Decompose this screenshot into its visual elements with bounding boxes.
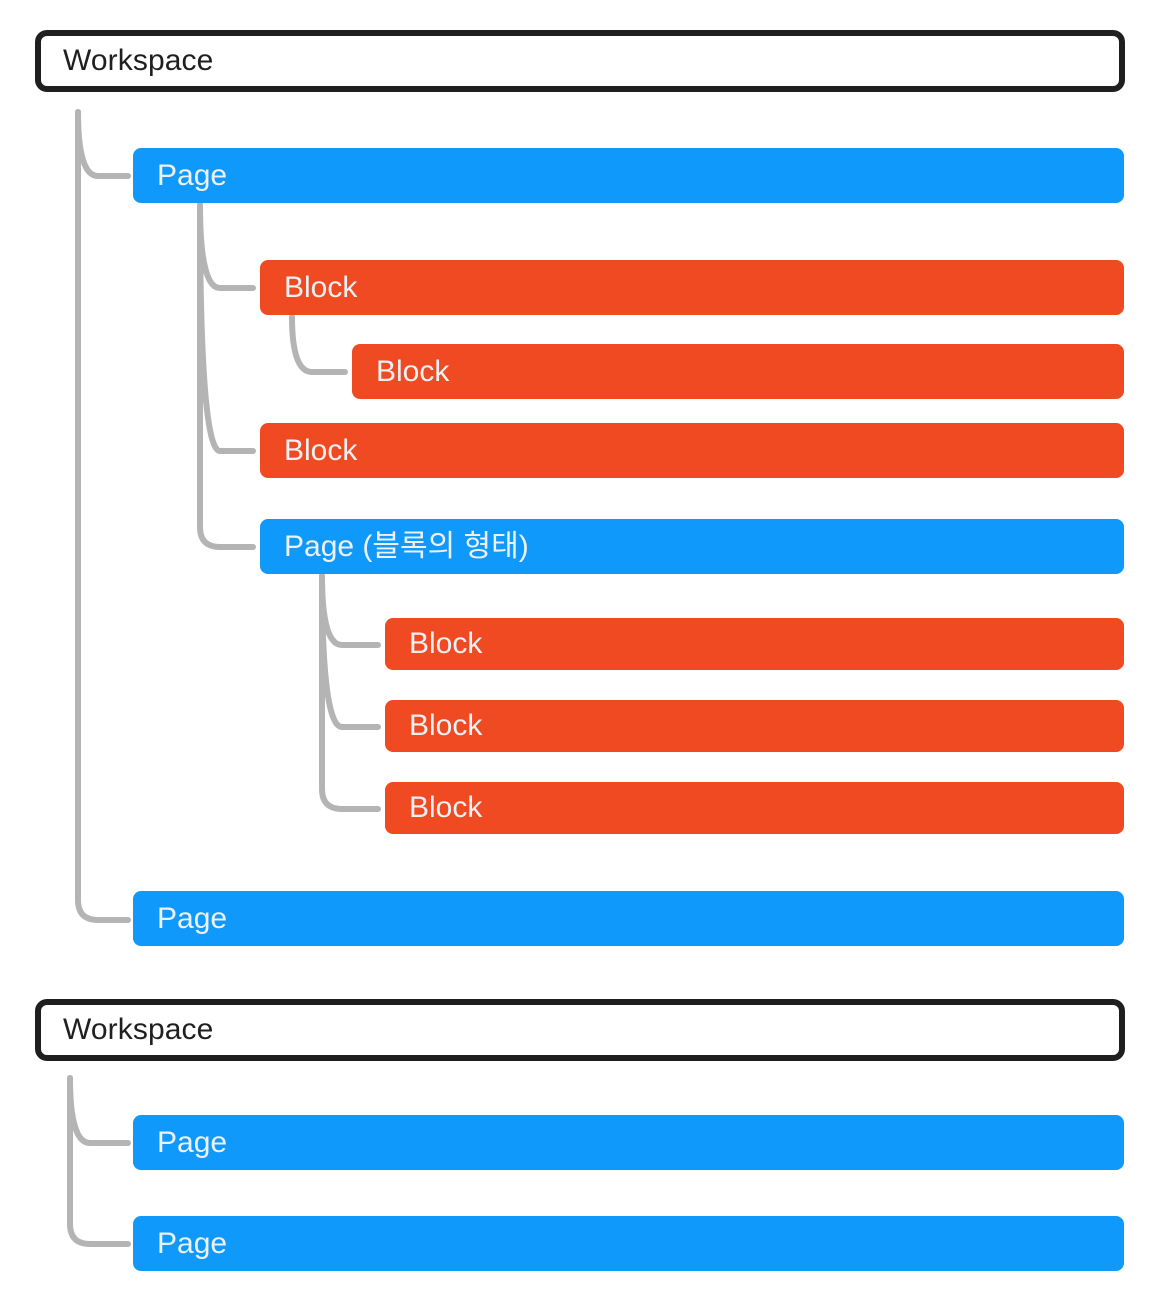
node-label: Block (409, 709, 483, 742)
connector-pageblock-to-c2 (319, 573, 381, 730)
node-label: Block (409, 627, 483, 660)
node-page-block-form-ws1[interactable]: Page (블록의 형태) (260, 519, 1124, 574)
node-block-a-ws1[interactable]: Block (260, 260, 1124, 315)
connector-ws1-trunk (75, 109, 131, 923)
node-label: Page (157, 901, 228, 935)
connector-pagea-to-block-b (197, 202, 256, 454)
node-block-a-sub-ws1[interactable]: Block (352, 344, 1124, 399)
workspace-box-2[interactable]: Workspace (35, 999, 1125, 1061)
workspace-label-2: Workspace (63, 1013, 214, 1046)
node-page-b-ws1[interactable]: Page (133, 891, 1124, 946)
node-block-b-ws1[interactable]: Block (260, 423, 1124, 478)
node-label: Page (157, 1125, 228, 1159)
connector-pagea-to-block-a (197, 202, 256, 291)
node-page-b-ws2[interactable]: Page (133, 1216, 1124, 1271)
node-page-a-ws1[interactable]: Page (133, 148, 1124, 203)
node-label: Block (376, 354, 450, 388)
connector-pageblock-trunk (319, 573, 381, 812)
workspace-box-1[interactable]: Workspace (35, 30, 1125, 92)
node-label: Block (284, 433, 358, 467)
node-label: Block (284, 270, 358, 304)
node-block-c3-ws1[interactable]: Block (385, 782, 1124, 834)
connector-ws1-to-page-a (75, 109, 131, 179)
node-page-a-ws2[interactable]: Page (133, 1115, 1124, 1170)
node-label: Block (409, 791, 483, 824)
node-block-c2-ws1[interactable]: Block (385, 700, 1124, 752)
connector-pagea-trunk (197, 202, 256, 550)
node-block-c1-ws1[interactable]: Block (385, 618, 1124, 670)
node-label: Page (157, 1226, 228, 1260)
connector-pageblock-to-c1 (319, 573, 381, 648)
node-label: Page (블록의 형태) (284, 529, 529, 563)
workspace-label-1: Workspace (63, 44, 214, 77)
connector-ws2-trunk (67, 1075, 131, 1247)
connector-blocka-to-sub (289, 314, 348, 375)
connector-ws2-to-page-a (67, 1075, 131, 1146)
node-label: Page (157, 158, 228, 192)
